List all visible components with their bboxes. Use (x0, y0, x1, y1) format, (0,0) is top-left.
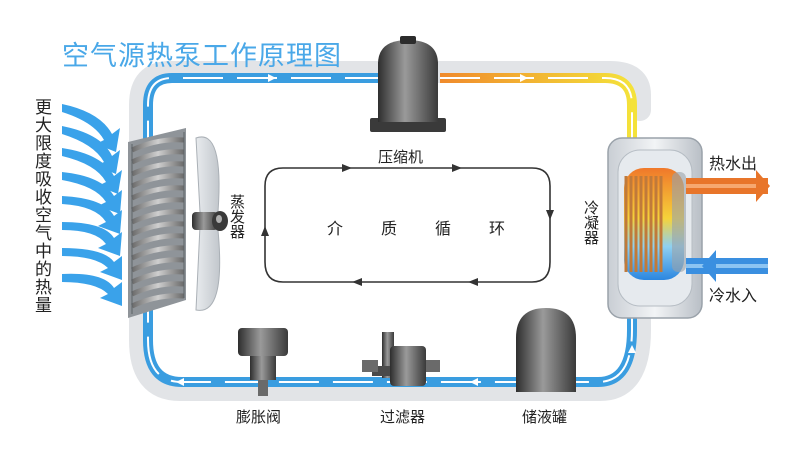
receiver-label: 储液罐 (522, 408, 568, 426)
cycle-arrow (342, 164, 352, 172)
flow-arrows (144, 74, 636, 386)
fan (192, 136, 228, 311)
flow-arrow (628, 345, 636, 353)
side-caption: 更大限度吸收空气中的热量 (31, 98, 51, 314)
cycle-label: 介质循环 (327, 219, 544, 238)
flow-arrow (470, 378, 478, 386)
refrigerant-loop (129, 61, 651, 401)
flow-arrow (268, 74, 276, 82)
air-intake-arrows (62, 104, 122, 306)
cycle-arrows (261, 164, 554, 286)
cycle-arrow (452, 164, 462, 172)
expansion-valve (238, 328, 288, 396)
compressor-label: 压缩机 (378, 148, 424, 166)
receiver-tank (516, 308, 576, 392)
flow-arrow (520, 74, 528, 82)
condenser-label: 冷凝器 (582, 200, 600, 245)
cycle-loop (264, 167, 551, 283)
condenser-tank (607, 137, 703, 319)
evaporator-label: 蒸发器 (228, 194, 246, 239)
water-pipes (686, 170, 770, 282)
cold-water-in-label: 冷水入 (709, 286, 758, 305)
cycle-arrow (468, 278, 478, 286)
cycle-arrow (352, 278, 362, 286)
evaporator-coil (128, 128, 186, 318)
cycle-arrow (546, 210, 554, 220)
filter (362, 332, 440, 386)
flow-arrow (176, 378, 184, 386)
compressor (370, 36, 446, 132)
cycle-arrow (261, 226, 269, 236)
diagram-title: 空气源热泵工作原理图 (62, 41, 342, 72)
filter-label: 过滤器 (380, 408, 426, 426)
hot-water-out-label: 热水出 (709, 154, 758, 173)
expansion-valve-label: 膨胀阀 (236, 408, 282, 426)
